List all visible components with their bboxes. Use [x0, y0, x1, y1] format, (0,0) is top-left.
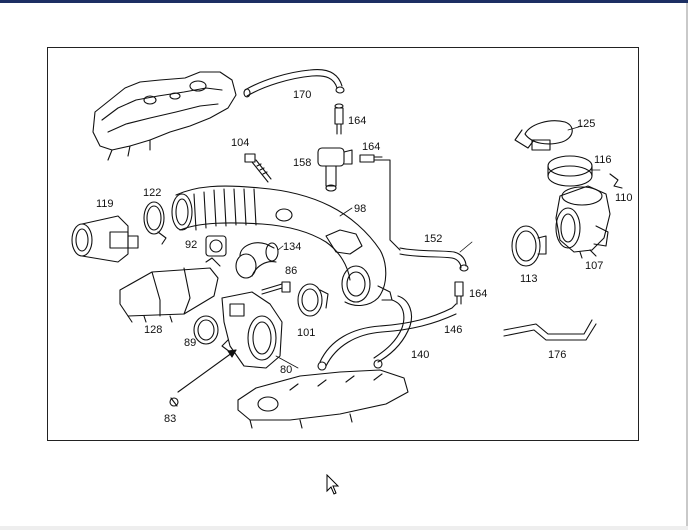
label-116: 116: [594, 154, 612, 166]
part-101-ring: [297, 283, 329, 317]
part-83-arrow: [169, 349, 237, 407]
label-164-b: 164: [362, 141, 380, 153]
part-80-throttle-body: [221, 291, 283, 369]
label-98: 98: [354, 203, 366, 215]
window-right-edge: [686, 3, 688, 530]
part-128-air-cleaner: [119, 257, 221, 323]
part-98-air-duct: [171, 185, 393, 307]
bottom-strip: [0, 526, 688, 530]
label-152: 152: [424, 233, 442, 245]
label-86: 86: [285, 265, 297, 277]
part-intake-manifold: [92, 71, 237, 161]
part-170-hose: [243, 68, 345, 98]
label-122: 122: [143, 187, 161, 199]
label-125: 125: [577, 118, 595, 130]
label-140: 140: [411, 349, 429, 361]
part-116-ring: [547, 155, 593, 187]
part-122-clamp: [143, 201, 167, 245]
part-164-connector: [334, 103, 344, 135]
label-158: 158: [293, 157, 311, 169]
label-101: 101: [297, 327, 315, 339]
label-128: 128: [144, 324, 162, 336]
mouse-pointer-icon: [326, 474, 340, 495]
label-110: 110: [615, 192, 633, 204]
part-176-tube: [503, 319, 597, 341]
label-80: 80: [280, 364, 292, 376]
part-110-clip: [609, 173, 623, 189]
part-146-hose: [317, 303, 457, 371]
label-134: 134: [283, 241, 301, 253]
part-125-clamp: [514, 120, 573, 151]
part-152-hose: [399, 247, 469, 272]
part-cylinder-head-cover: [237, 369, 409, 429]
label-170: 170: [293, 89, 311, 101]
window-top-bar: [0, 0, 688, 3]
part-164-connector-3: [454, 281, 464, 305]
label-176: 176: [548, 349, 566, 361]
part-86-bolt: [261, 281, 291, 295]
leader-lines: [275, 125, 601, 369]
part-140-hose: [373, 295, 413, 369]
label-104: 104: [231, 137, 249, 149]
part-107-housing: [555, 185, 611, 259]
part-104-bolt: [244, 153, 272, 183]
label-89: 89: [184, 337, 196, 349]
part-164-connector-2: [359, 154, 401, 251]
part-134-elbow: [235, 242, 279, 279]
part-89-gasket: [193, 315, 219, 345]
part-92-sensor: [205, 235, 227, 257]
label-92: 92: [185, 239, 197, 251]
label-164-c: 164: [469, 288, 487, 300]
part-119-sensor: [71, 215, 139, 263]
label-119: 119: [96, 198, 114, 210]
label-107: 107: [585, 260, 603, 272]
label-113: 113: [520, 273, 538, 285]
part-158-t-connector: [317, 147, 353, 192]
label-164-a: 164: [348, 115, 366, 127]
part-113-ring: [511, 225, 547, 267]
label-83: 83: [164, 413, 176, 425]
label-146: 146: [444, 324, 462, 336]
part-labels: 170 164 104 164 158 125 116 110 119 122 …: [96, 89, 633, 425]
